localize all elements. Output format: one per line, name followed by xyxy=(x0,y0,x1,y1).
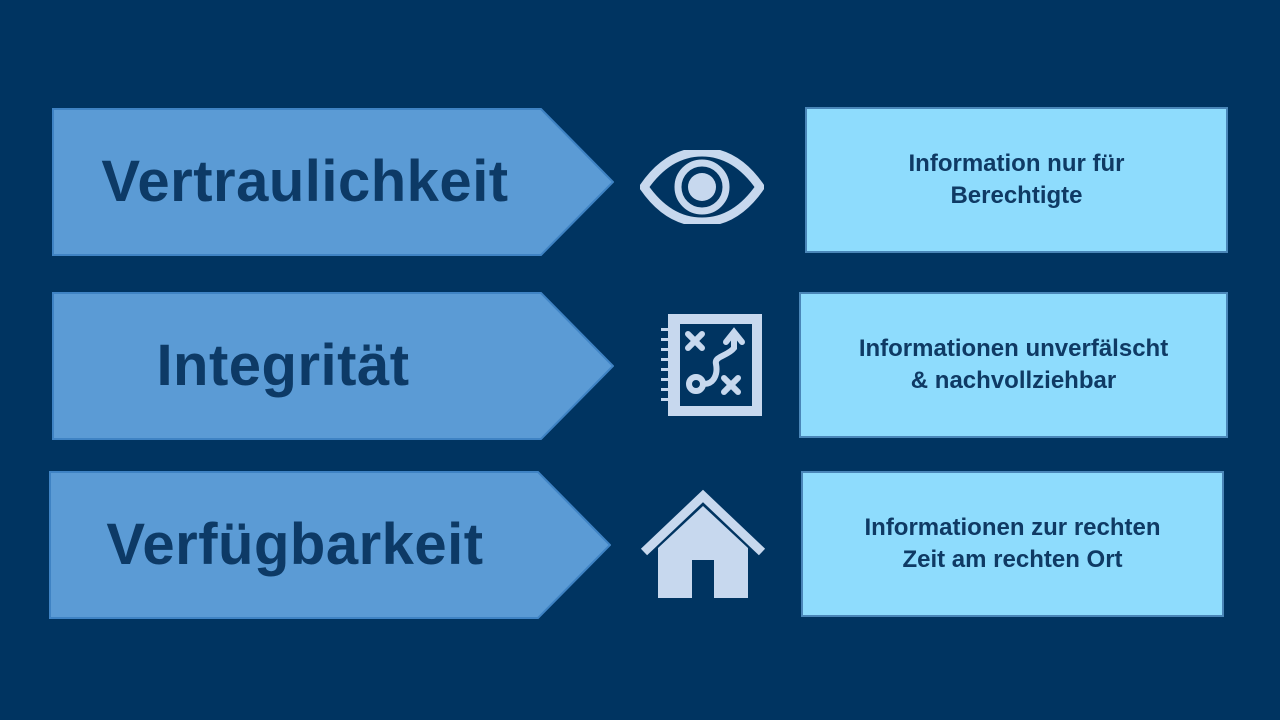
arrow-label: Integrität xyxy=(156,332,410,398)
arrow-verfuegbarkeit: Verfügbarkeit xyxy=(49,471,611,619)
eye-icon xyxy=(639,147,765,229)
description-line: Zeit am rechten Ort xyxy=(902,546,1123,573)
arrow-label: Vertraulichkeit xyxy=(101,148,509,214)
description-line: Information nur für xyxy=(908,150,1125,177)
description-line: Informationen unverfälscht xyxy=(858,335,1169,362)
description-line: Informationen zur rechten xyxy=(864,514,1161,541)
description-line: Berechtigte xyxy=(950,182,1083,209)
arrow-integritaet: Integrität xyxy=(52,292,614,440)
arrow-vertraulichkeit: Vertraulichkeit xyxy=(52,108,614,256)
arrow-label: Verfügbarkeit xyxy=(106,511,484,577)
description-box-integritaet: Informationen unverfälscht & nachvollzie… xyxy=(799,292,1228,438)
house-icon xyxy=(638,488,768,605)
description-box-vertraulichkeit: Information nur für Berechtigte xyxy=(805,107,1228,253)
description-box-verfuegbarkeit: Informationen zur rechten Zeit am rechte… xyxy=(801,471,1224,617)
description-line: & nachvollziehbar xyxy=(910,367,1117,394)
strategy-plan-icon xyxy=(658,312,764,423)
